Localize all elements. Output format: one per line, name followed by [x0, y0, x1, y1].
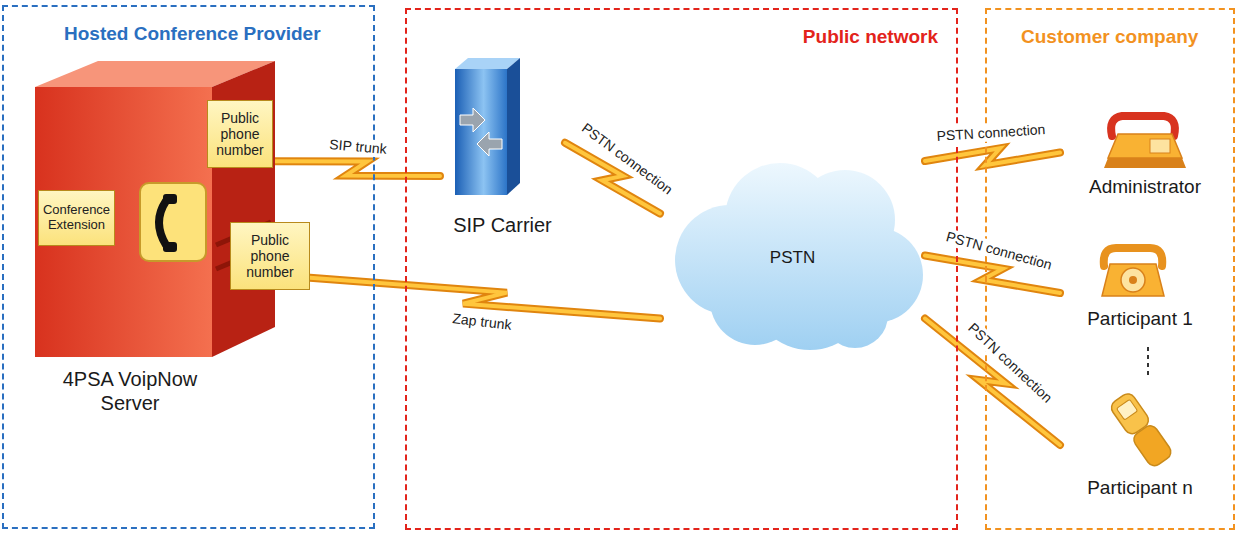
- handset-earpiece: [163, 194, 177, 204]
- box-label: Conference Extension: [42, 203, 111, 233]
- lightning-connector: [310, 278, 660, 319]
- edge-label: Zap trunk: [449, 310, 516, 334]
- extension-box: Conference Extension: [38, 190, 115, 246]
- rotary-dial: [1121, 268, 1145, 292]
- edge-label: PSTN connection: [933, 121, 1049, 145]
- pstn-cloud: PSTN: [660, 140, 925, 350]
- ellipsis-dots: [1147, 347, 1149, 379]
- region-title: Hosted Conference Provider: [64, 23, 321, 45]
- phone-node: Administrator: [1060, 100, 1220, 205]
- carrier-front: [455, 69, 507, 195]
- handset: [1111, 116, 1175, 136]
- bolt-outline: [310, 278, 660, 319]
- phone-node: Participant 1: [1060, 238, 1220, 338]
- dial-center: [1129, 276, 1137, 284]
- node-caption: Participant n: [1060, 477, 1220, 500]
- node-caption: SIP Carrier: [440, 213, 565, 237]
- edge-label: PSTN connection: [576, 118, 678, 200]
- handset-symbol: [159, 201, 166, 245]
- phone-keys: [1131, 423, 1174, 469]
- phone-screen: [1117, 399, 1138, 420]
- phone-node: Participant n: [1060, 385, 1220, 505]
- region-title: Public network: [803, 26, 938, 48]
- node-caption: Participant 1: [1060, 308, 1220, 331]
- server-node: 4PSA VoipNow ServerConference ExtensionP…: [30, 55, 320, 430]
- lightning-connector: [925, 148, 1060, 165]
- arrow-symbol: [460, 108, 485, 132]
- phone-body: [1108, 134, 1182, 158]
- arrow-symbol: [477, 132, 502, 156]
- bolt-outline: [273, 161, 440, 176]
- node-caption: 4PSA VoipNow Server: [40, 367, 220, 415]
- handset-mouthpiece: [163, 242, 177, 252]
- server-front: [35, 87, 212, 357]
- edge-label: PSTN connection: [962, 317, 1058, 408]
- node-caption: Administrator: [1060, 176, 1230, 199]
- phone-number-box: Public phone number: [230, 222, 310, 290]
- phone-symbol-box: [140, 183, 206, 261]
- node-outline: [660, 140, 925, 350]
- bolt-outline: [925, 148, 1060, 165]
- phone-number-box: Public phone number: [207, 100, 273, 168]
- phone-body: [1102, 264, 1164, 296]
- lightning-connector: [273, 161, 440, 176]
- mobile-phone: [1108, 391, 1173, 469]
- phone-base: [1104, 158, 1186, 168]
- carrier-side: [507, 58, 520, 195]
- network-region: Public networkSIP CarrierPSTN: [405, 8, 958, 530]
- carrier-node: SIP Carrier: [440, 55, 565, 250]
- provider-region: Hosted Conference Provider 4PSA VoipNow S…: [2, 5, 375, 529]
- box-label: Public phone number: [234, 232, 306, 280]
- box-label: Public phone number: [211, 110, 269, 158]
- keypad: [1150, 139, 1170, 153]
- edge-label: SIP trunk: [326, 135, 391, 157]
- edge-label: PSTN connection: [941, 228, 1056, 275]
- region-title: Customer company: [1021, 26, 1198, 48]
- customer-region: Customer companyAdministratorParticipant…: [985, 8, 1235, 530]
- node-caption: PSTN: [660, 248, 925, 268]
